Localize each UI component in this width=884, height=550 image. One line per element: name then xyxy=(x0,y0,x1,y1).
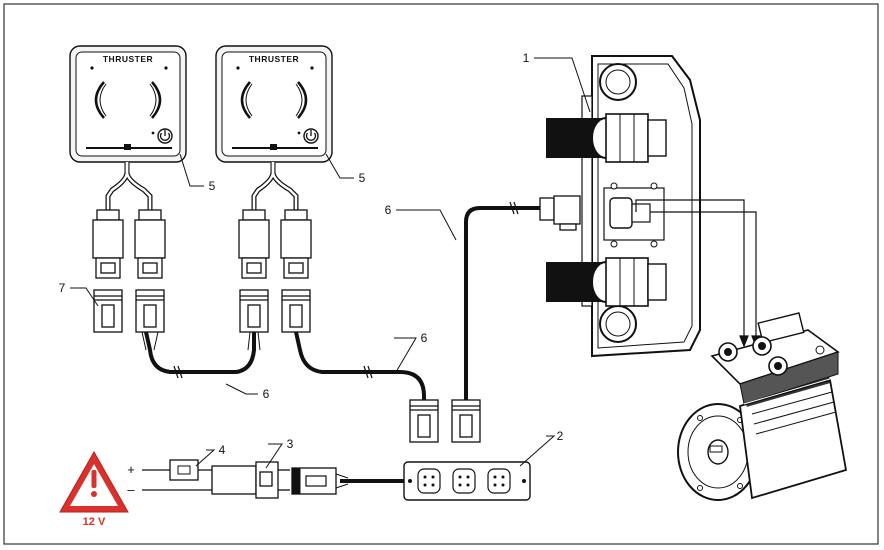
connector-2a xyxy=(238,209,270,279)
negative-sign: – xyxy=(127,482,135,497)
panel-brand-label: THRUSTER xyxy=(103,54,153,64)
female-connector-2b xyxy=(281,289,311,333)
control-panel-right: THRUSTER xyxy=(215,45,333,163)
female-connector-1b xyxy=(135,289,165,333)
thruster-housing xyxy=(546,55,701,358)
panel-connectors xyxy=(92,209,312,279)
bus-cable-panels xyxy=(141,331,261,379)
power-icon[interactable] xyxy=(157,128,173,144)
callout-cable-thruster: 6 xyxy=(385,203,392,217)
control-panel-left: THRUSTER xyxy=(69,45,187,163)
callout-panel-left: 5 xyxy=(209,179,216,193)
mating-connectors xyxy=(93,289,311,333)
callout-thruster: 1 xyxy=(523,51,530,65)
callout-hub: 2 xyxy=(557,429,564,443)
hub-input-connectors xyxy=(409,399,481,443)
connector-2b xyxy=(280,209,312,279)
panel-pigtails xyxy=(105,162,299,210)
warning-icon xyxy=(59,450,129,513)
callout-terminator: 7 xyxy=(59,281,66,295)
power-icon[interactable] xyxy=(303,128,319,144)
panel-brand-label: THRUSTER xyxy=(249,54,299,64)
bus-cable-to-hub xyxy=(294,331,426,400)
positive-sign: + xyxy=(127,462,135,477)
thruster-plug xyxy=(539,195,581,231)
voltage-label: 12 V xyxy=(83,516,106,528)
callout-power-connector: 3 xyxy=(287,437,294,451)
fuse xyxy=(169,459,199,481)
terminator xyxy=(93,289,123,333)
thruster-motor xyxy=(677,312,848,501)
callout-panel-right: 5 xyxy=(359,171,366,185)
connector-1b xyxy=(134,209,166,279)
connector-1a xyxy=(92,209,124,279)
power-cable xyxy=(291,467,404,495)
callout-cable-right-panel: 6 xyxy=(421,331,428,345)
female-connector-2a xyxy=(239,289,269,333)
callout-cable-left-panel: 6 xyxy=(263,387,270,401)
power-connector xyxy=(211,461,290,499)
callout-fuse: 4 xyxy=(219,443,226,457)
bus-hub xyxy=(403,461,531,501)
callout-leaders xyxy=(70,57,591,469)
bus-cable-thruster xyxy=(464,201,540,400)
